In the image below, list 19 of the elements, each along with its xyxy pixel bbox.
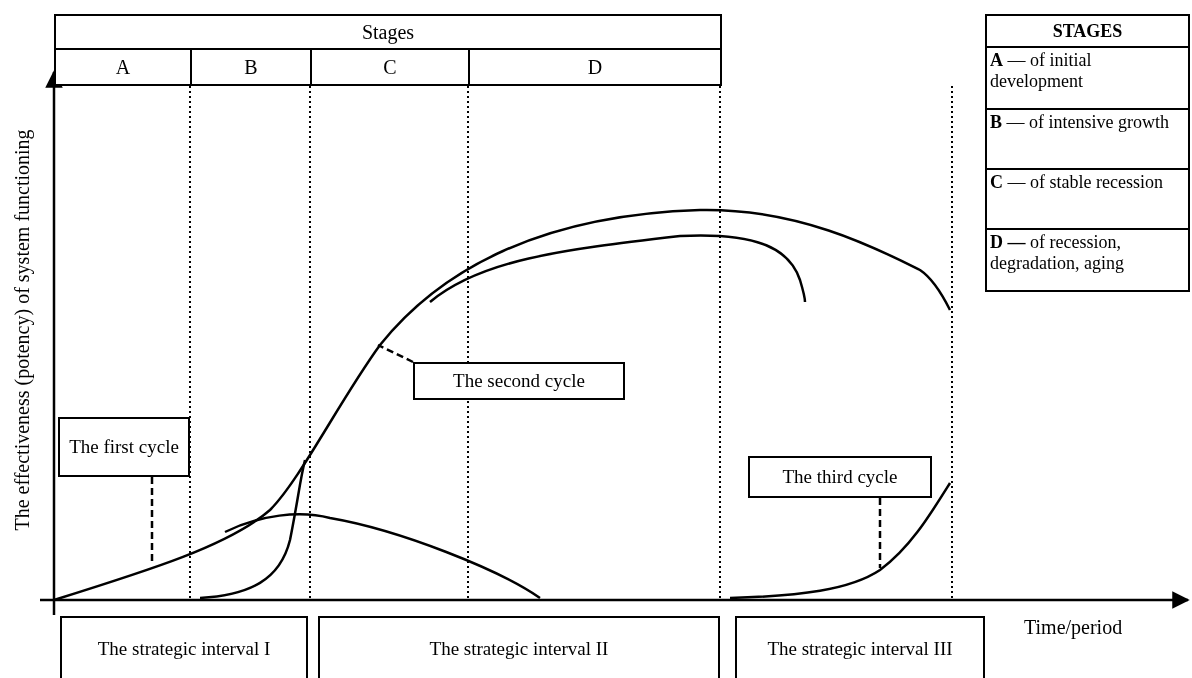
leader-line — [150, 477, 154, 564]
callout-box: The third cycle — [748, 456, 932, 498]
callout-box: The second cycle — [413, 362, 625, 400]
legend-row: D — of recession, degradation, aging — [985, 228, 1190, 292]
interval-box: The strategic interval III — [735, 616, 985, 678]
stage-cell: D — [468, 48, 722, 86]
table-header: Stages — [54, 14, 722, 50]
leader-line — [878, 498, 882, 568]
legend-row: A — of initial development — [985, 46, 1190, 110]
legend-row: C — of stable recession — [985, 168, 1190, 230]
interval-box: The strategic interval II — [318, 616, 720, 678]
legend-row: B — of intensive growth — [985, 108, 1190, 170]
legend-header: STAGES — [985, 14, 1190, 48]
axis-title: Time/period — [1024, 616, 1123, 639]
callout-box: The first cycle — [58, 417, 190, 477]
axis-title: The effectiveness (potency) of system functioning — [10, 129, 34, 531]
leader-line — [377, 343, 414, 364]
interval-box: The strategic interval I — [60, 616, 308, 678]
stage-cell: A — [54, 48, 192, 86]
